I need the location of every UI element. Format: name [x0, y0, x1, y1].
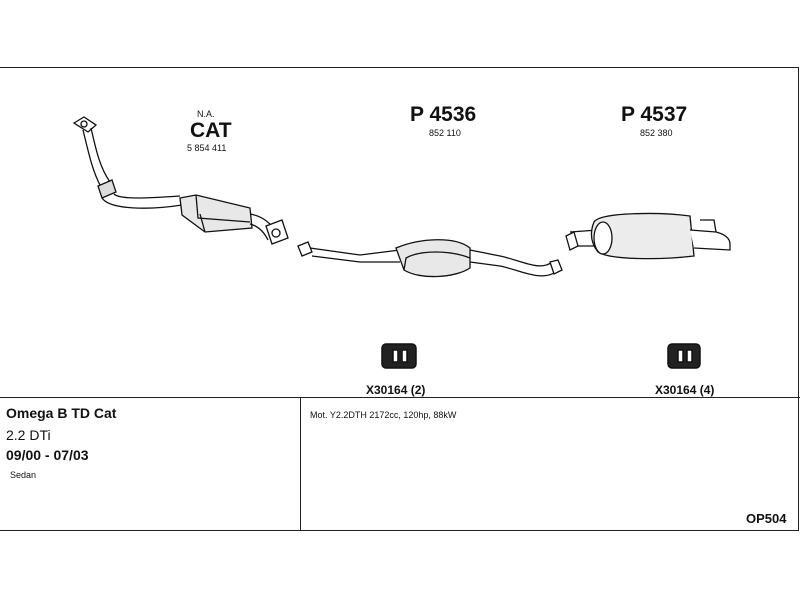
- middle-silencer-part: [297, 239, 563, 278]
- rubber-hanger-icon: [667, 343, 701, 369]
- vehicle-model: Omega B TD Cat: [6, 405, 117, 421]
- table-divider-horizontal: [0, 397, 800, 398]
- cat-label: CAT: [190, 119, 232, 142]
- catalytic-converter-part: [72, 116, 289, 245]
- cat-pre-label: N.A.: [197, 109, 215, 119]
- diagram-code: OP504: [746, 511, 787, 526]
- diagram-frame: [0, 67, 799, 531]
- vehicle-body: Sedan: [10, 470, 37, 480]
- cat-number: 5 854 411: [187, 143, 227, 153]
- hanger-label-1: X30164 (2): [366, 383, 426, 397]
- engine-spec: Mot. Y2.2DTH 2172cc, 120hp, 88kW: [310, 410, 457, 420]
- hanger-label-2: X30164 (4): [655, 383, 715, 397]
- rubber-hanger-icon: [381, 343, 417, 369]
- middle-silencer-label: P 4536: [410, 103, 477, 126]
- rear-silencer-number: 852 380: [640, 128, 673, 138]
- vehicle-engine: 2.2 DTi: [6, 427, 51, 443]
- rear-silencer-label: P 4537: [621, 103, 688, 126]
- vehicle-years: 09/00 - 07/03: [6, 447, 89, 463]
- middle-silencer-number: 852 110: [429, 128, 461, 138]
- table-divider-vertical: [300, 397, 301, 531]
- rear-silencer-part: [565, 212, 731, 260]
